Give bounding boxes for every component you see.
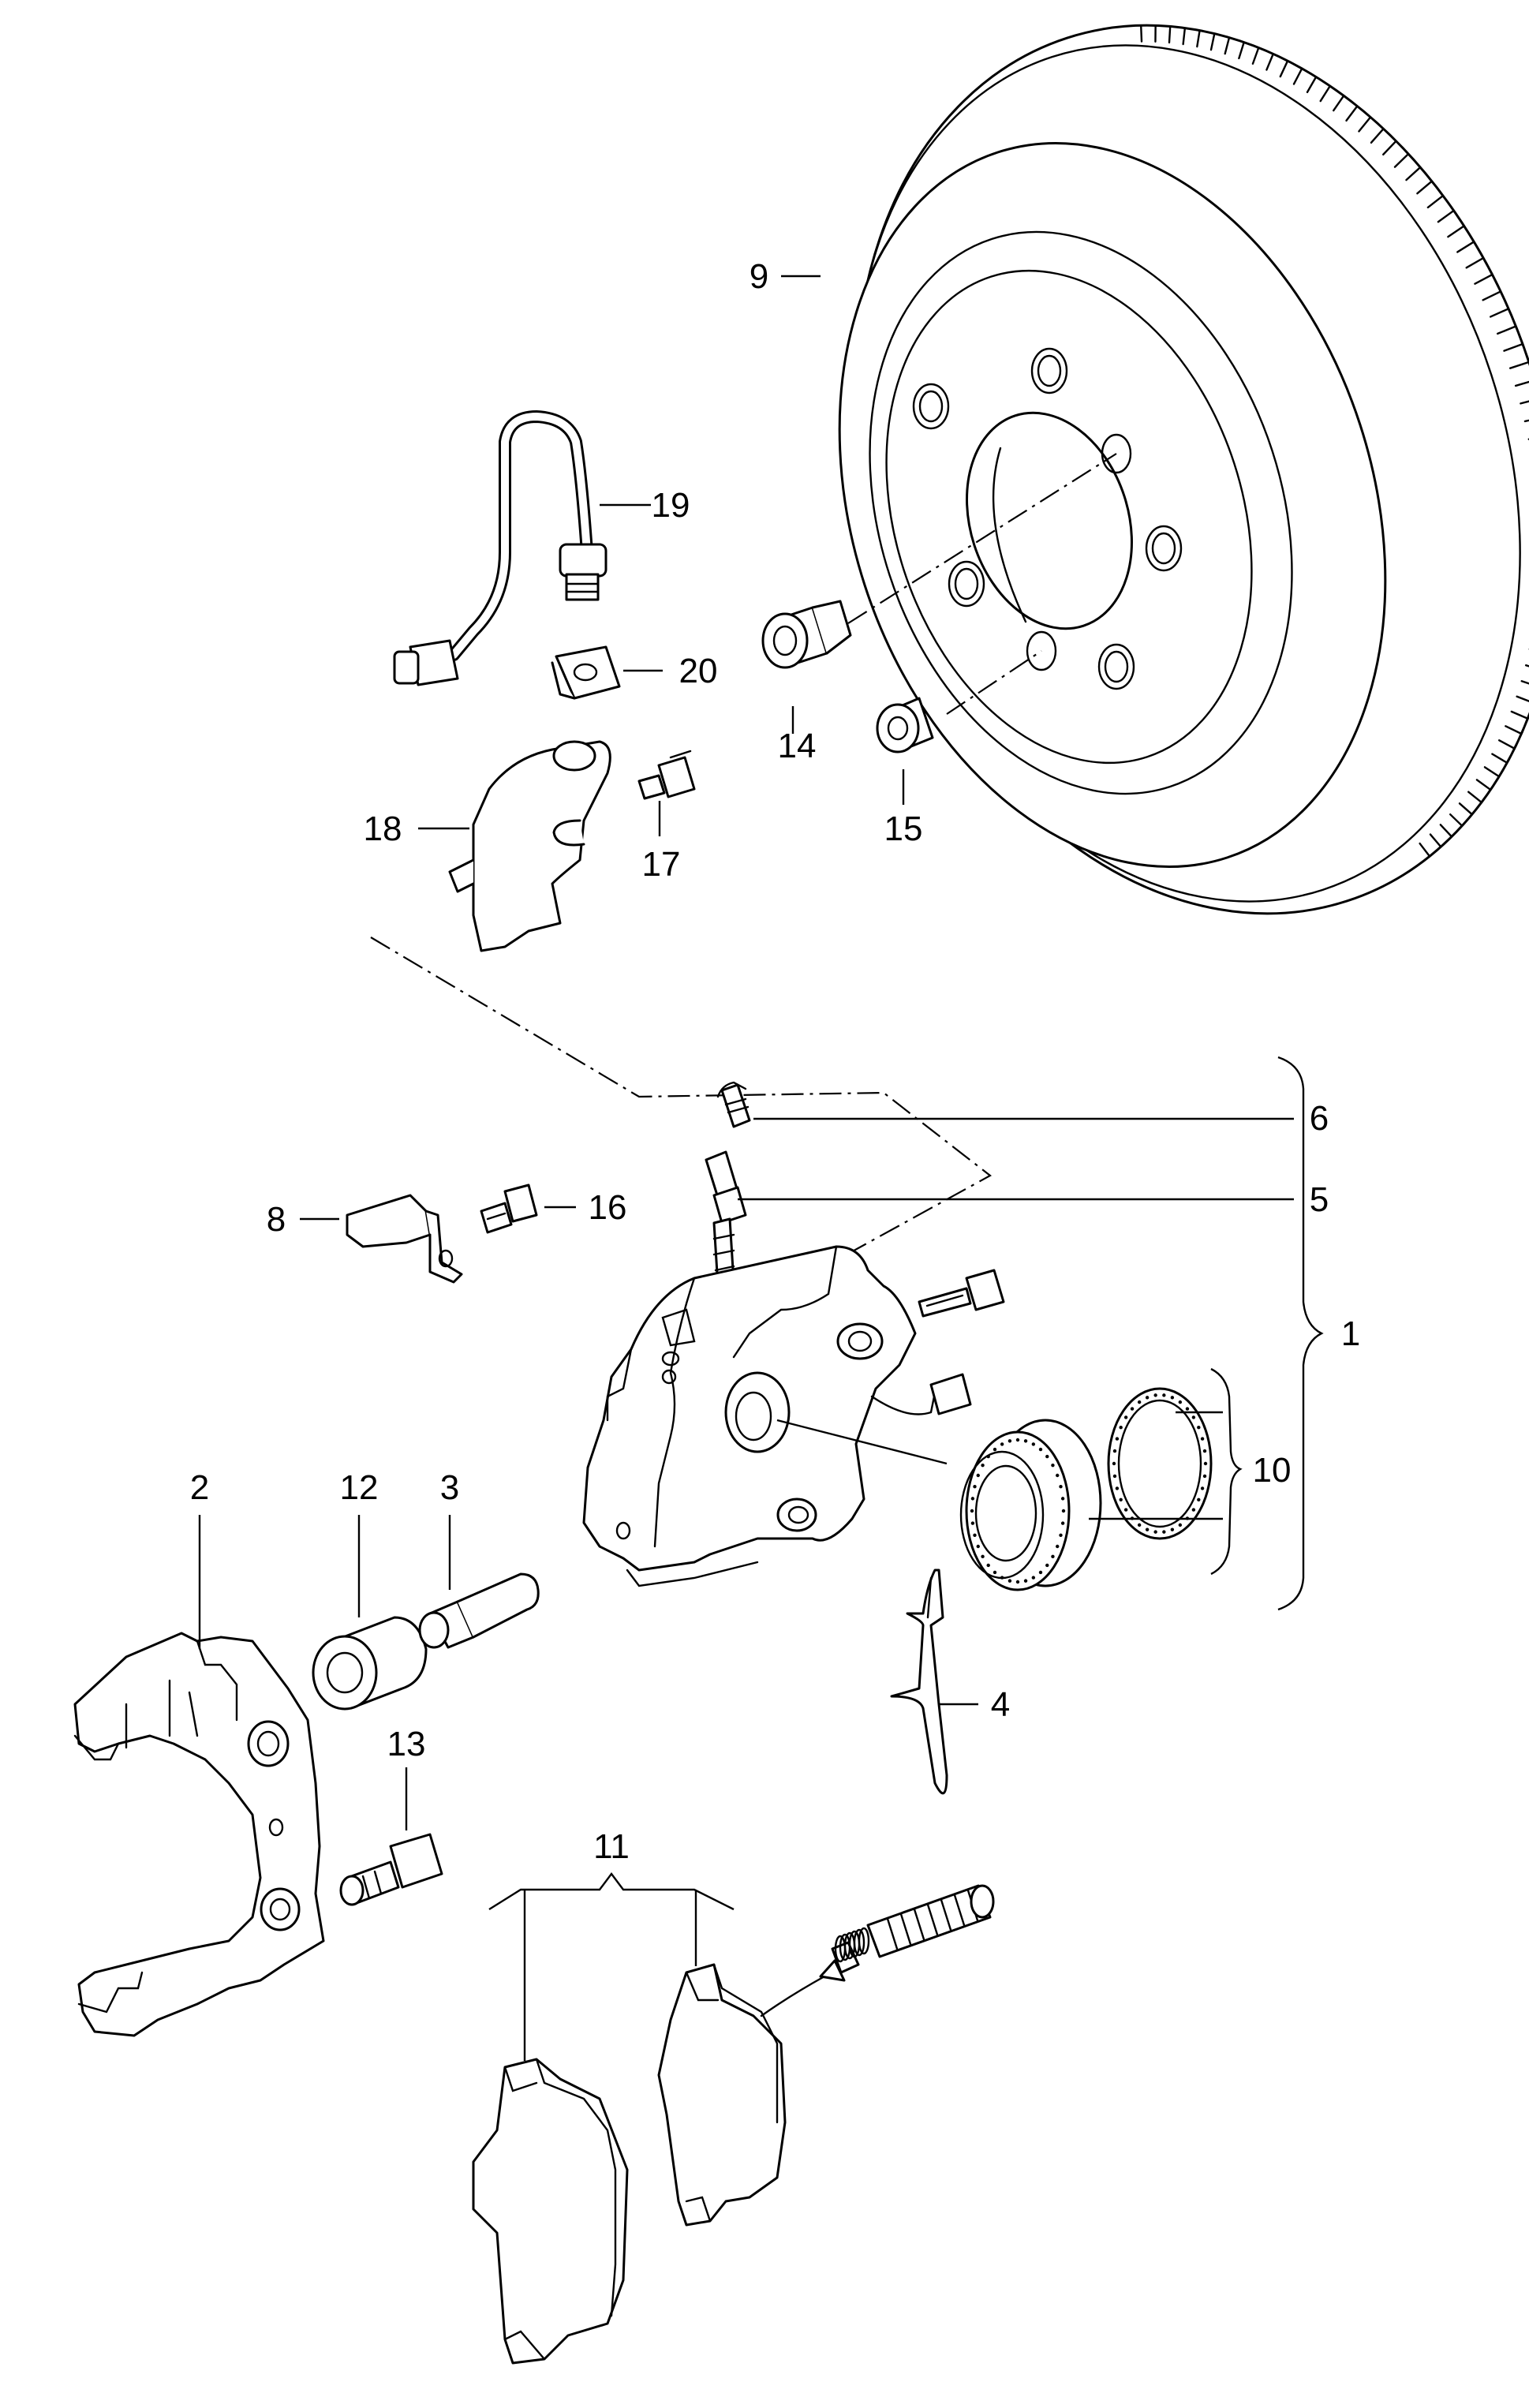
callout-4: 4 — [991, 1685, 1010, 1724]
callout-2: 2 — [190, 1468, 209, 1507]
piston-seal-part — [961, 1389, 1211, 1590]
callout-17: 17 — [642, 845, 681, 884]
callout-14: 14 — [778, 727, 817, 765]
bleeder-valve-part — [706, 1152, 746, 1286]
line-bracket-part — [450, 742, 610, 951]
brake-line-part — [394, 417, 606, 685]
bracket-bolt-part — [639, 751, 694, 798]
callout-8: 8 — [267, 1200, 286, 1239]
brake-disc-part — [744, 0, 1529, 1006]
wheel-bolt-part — [763, 601, 850, 667]
callout-5: 5 — [1310, 1180, 1329, 1219]
wear-sensor-part — [761, 1886, 993, 2016]
caliper-carrier-part — [75, 1633, 323, 2036]
callout-16: 16 — [589, 1188, 627, 1227]
callout-9: 9 — [750, 257, 768, 296]
callout-19: 19 — [652, 486, 690, 525]
callout-12: 12 — [340, 1468, 379, 1507]
sensor-bracket-part — [347, 1195, 462, 1282]
callout-13: 13 — [387, 1725, 426, 1763]
brake-pad-inner-part — [473, 2059, 627, 2363]
carrier-bolt-part — [341, 1834, 442, 1905]
brake-pad-outer-part — [659, 1965, 785, 2225]
callout-20: 20 — [679, 652, 718, 690]
guide-pin-part — [420, 1574, 538, 1647]
spring-clip-part — [892, 1570, 947, 1793]
callout-15: 15 — [884, 810, 923, 848]
callout-18: 18 — [364, 810, 402, 848]
bracket-screw-part — [481, 1185, 536, 1232]
retaining-clip-part — [552, 647, 619, 698]
callout-10: 10 — [1253, 1451, 1292, 1490]
callout-6: 6 — [1310, 1099, 1329, 1138]
guide-bushing-part — [313, 1617, 426, 1709]
callout-11: 11 — [593, 1827, 630, 1866]
bleeder-cap-part — [718, 1082, 750, 1127]
callout-1: 1 — [1341, 1314, 1360, 1353]
callout-3: 3 — [440, 1468, 459, 1507]
caliper-body-part — [584, 1247, 1004, 1586]
